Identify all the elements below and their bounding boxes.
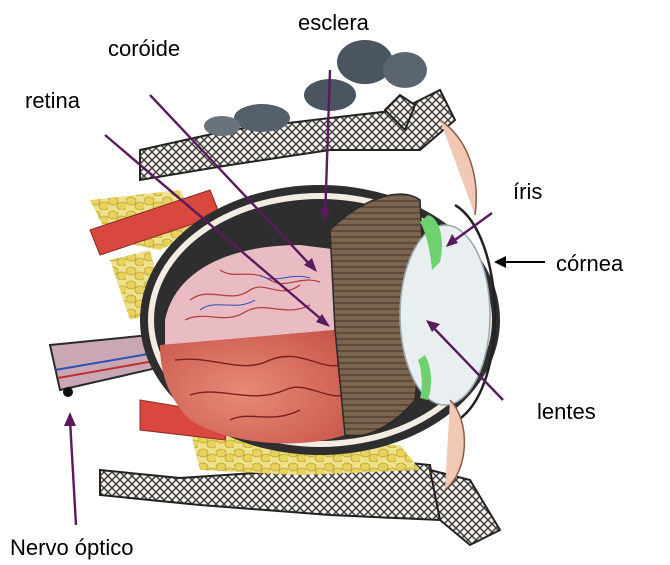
label-retina: retina bbox=[25, 90, 80, 112]
pointer-nervo-optico bbox=[64, 412, 76, 525]
pointer-cornea bbox=[494, 256, 545, 268]
label-iris: íris bbox=[513, 181, 542, 203]
lens bbox=[400, 225, 490, 405]
label-coroide: coróide bbox=[108, 38, 180, 60]
label-cornea: córnea bbox=[556, 253, 623, 275]
label-lentes: lentes bbox=[537, 401, 596, 423]
label-esclera: esclera bbox=[298, 12, 369, 34]
label-nervo-optico: Nervo óptico bbox=[10, 537, 134, 559]
